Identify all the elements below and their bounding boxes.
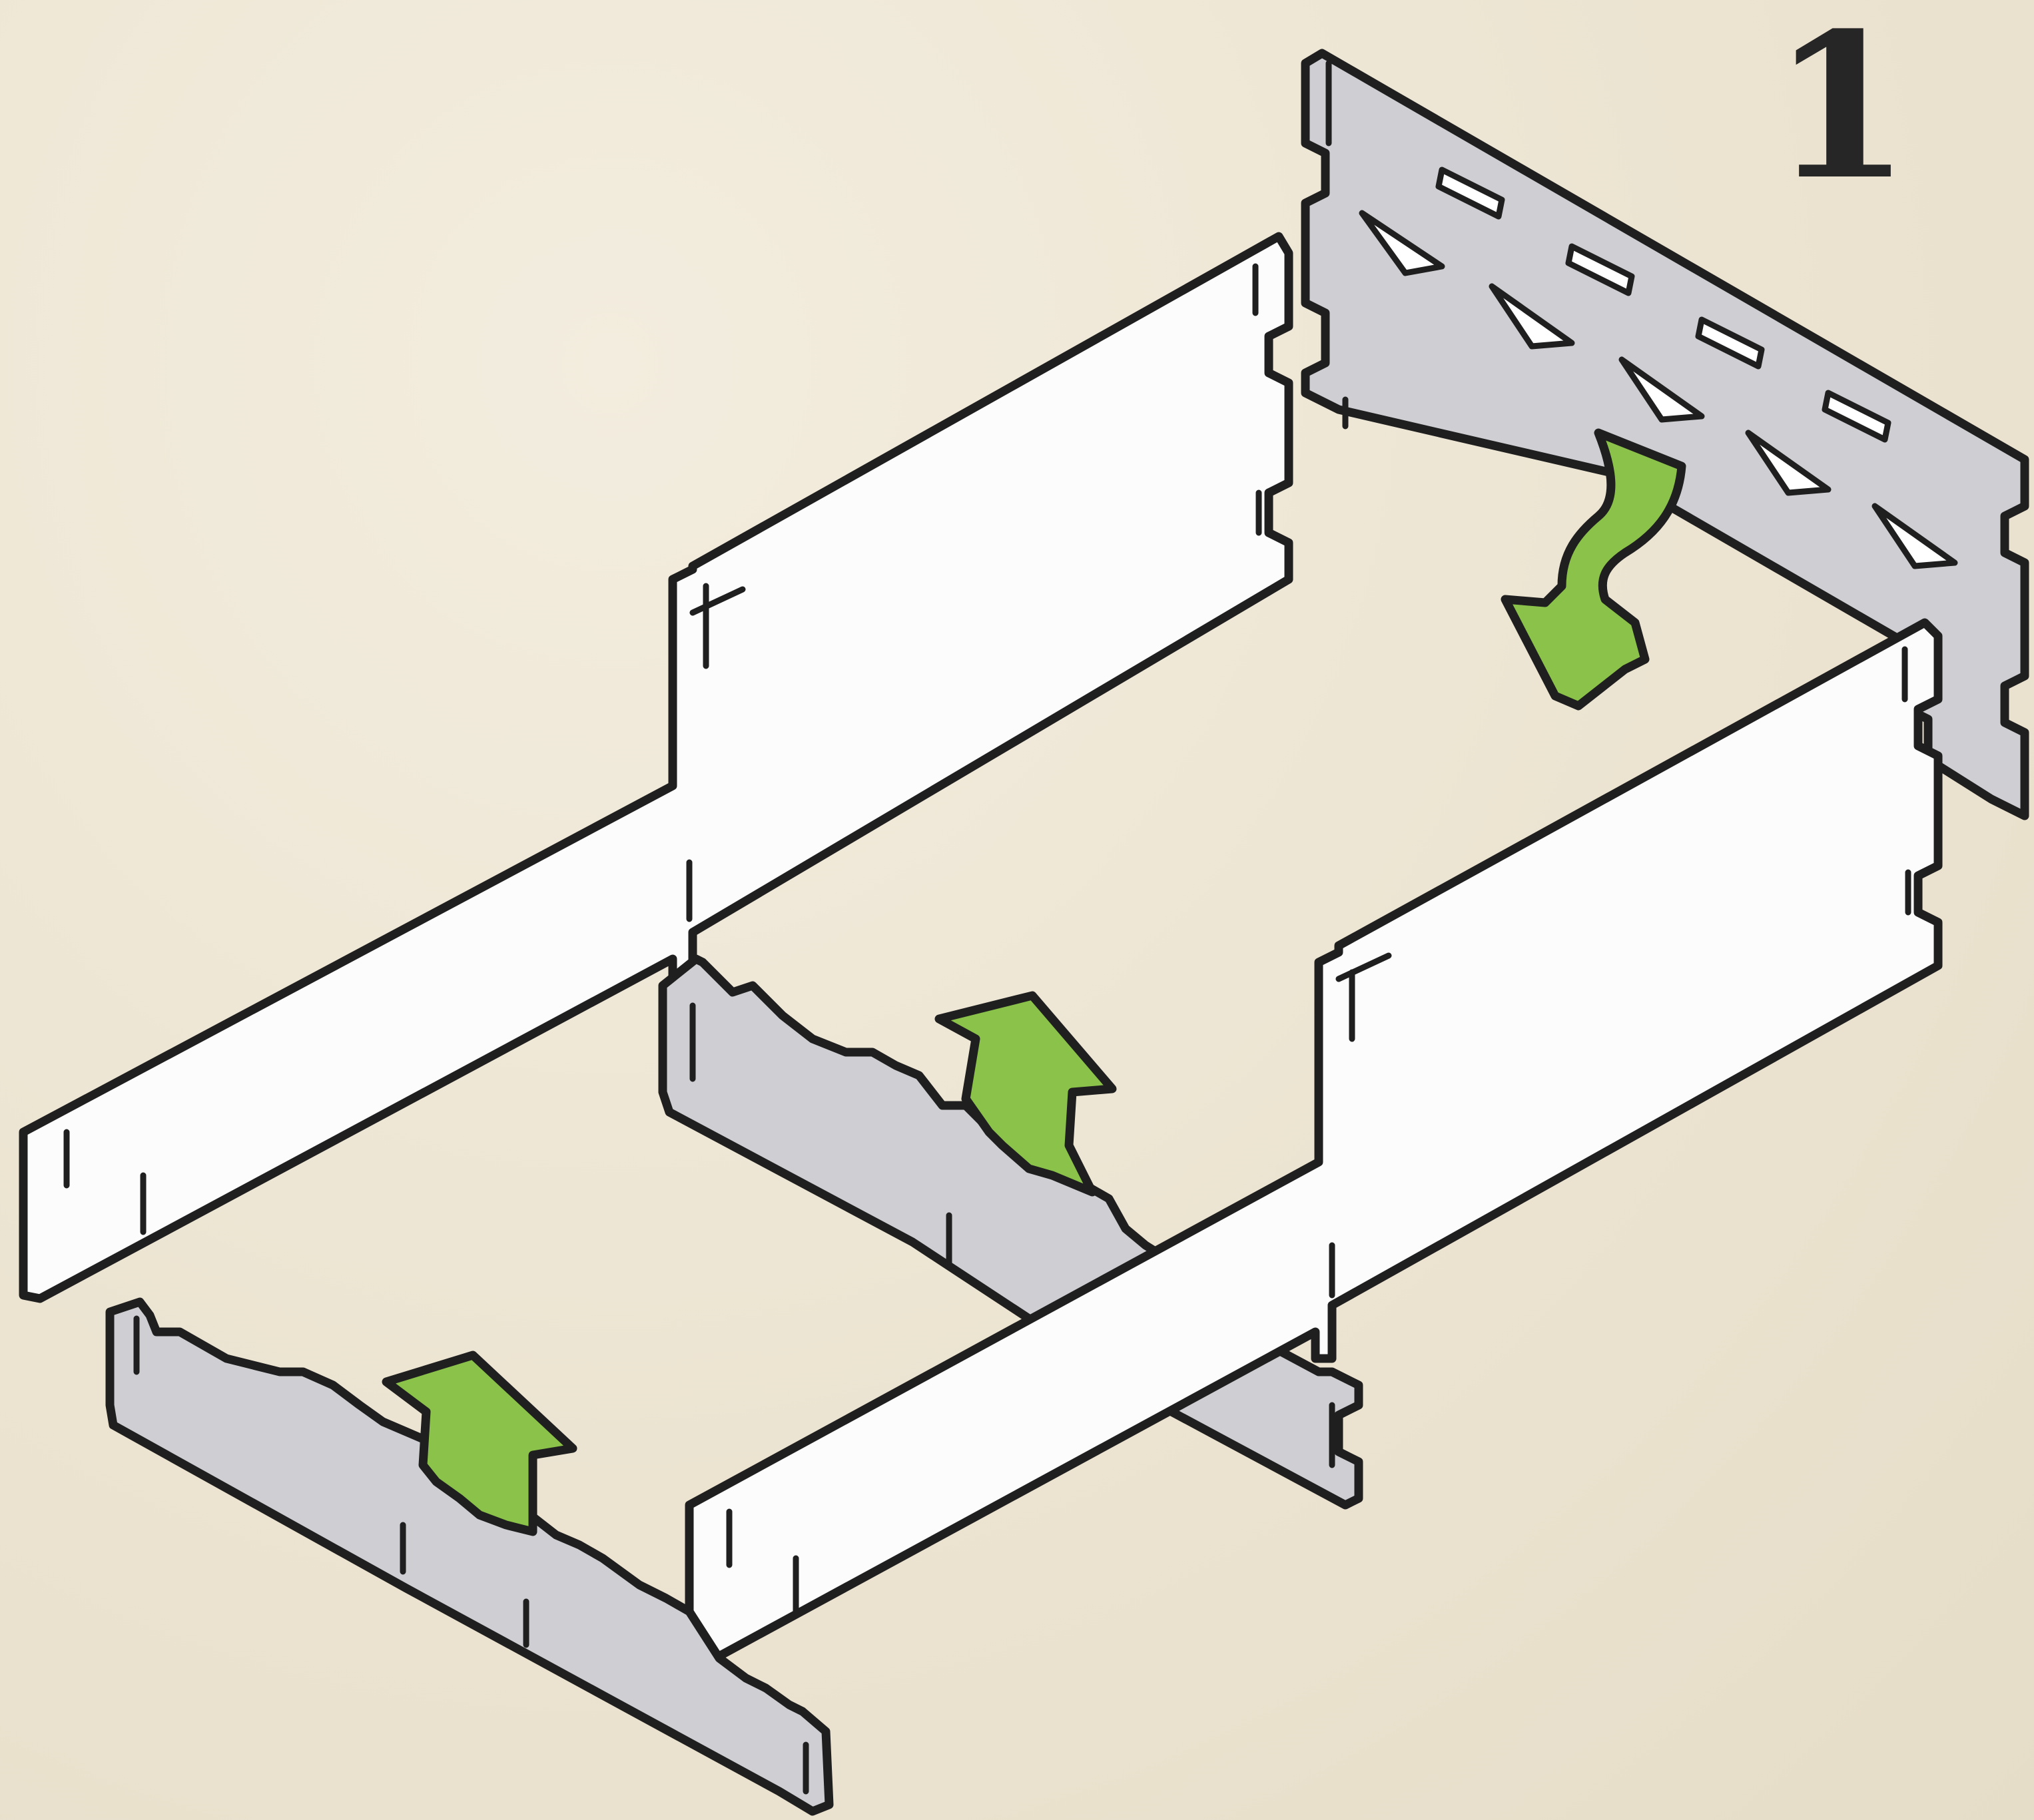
slot-line xyxy=(689,1002,1335,1468)
back-panel-edge xyxy=(1325,60,1349,430)
right-side-panel xyxy=(685,618,1943,1669)
front-support-shape xyxy=(105,1297,834,1816)
slot-hole xyxy=(1822,390,1891,443)
left-side-panel xyxy=(19,232,1293,1303)
front-support xyxy=(105,1297,834,1816)
left-side-panel-shape xyxy=(19,232,1293,1303)
slot-hole xyxy=(1435,166,1505,220)
back-insert-arrow xyxy=(1501,428,1686,711)
slot-line xyxy=(133,1315,809,1795)
up-arrow-icon xyxy=(934,991,1117,1197)
up-arrow-icon xyxy=(382,1351,577,1536)
step-number: 1 xyxy=(1772,0,1911,224)
right-side-panel-shape xyxy=(685,618,1943,1669)
slot-line xyxy=(63,263,1262,1235)
front-insert-arrow xyxy=(382,1351,577,1536)
vent-hole xyxy=(1489,283,1575,350)
curved-down-arrow-icon xyxy=(1501,428,1686,711)
vent-hole xyxy=(1359,210,1445,276)
vent-hole xyxy=(1745,430,1832,496)
middle-insert-arrow xyxy=(934,991,1117,1197)
vent-hole xyxy=(1618,356,1705,423)
slot-hole xyxy=(1695,316,1765,370)
slot-line xyxy=(726,646,1911,1615)
vent-hole xyxy=(1871,503,1958,569)
slot-hole xyxy=(1565,243,1635,296)
